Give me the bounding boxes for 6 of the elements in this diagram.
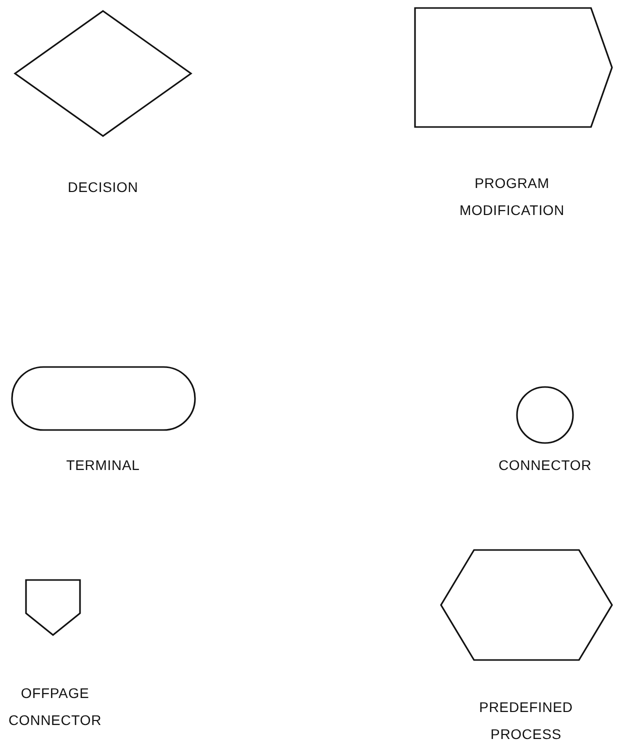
symbol-caption: OFFPAGE CONNECTOR: [7, 684, 103, 730]
symbol-caption: PROGRAM MODIFICATION: [458, 174, 566, 220]
symbol-caption: CONNECTOR: [497, 456, 593, 475]
symbol-caption: TERMINAL: [65, 456, 141, 475]
symbol-caption: PREDEFINED PROCESS: [478, 698, 574, 744]
symbol-caption: DECISION: [66, 178, 140, 197]
